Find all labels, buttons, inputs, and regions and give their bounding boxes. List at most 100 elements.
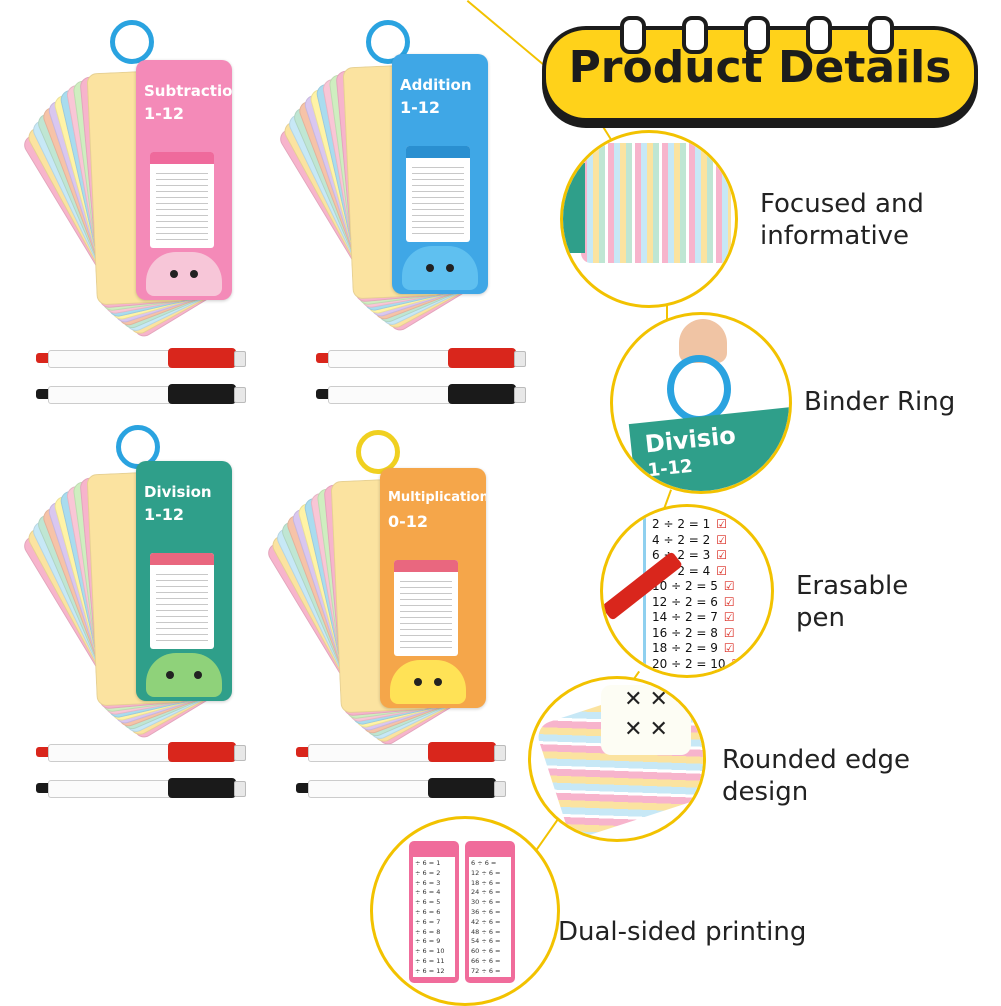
equation-row: ÷ 6 = 2 (415, 868, 441, 877)
bunny-face-illustration (402, 246, 478, 290)
black-marker (316, 384, 526, 404)
check-mark-icon: ☑ (723, 610, 735, 624)
rounded-edge-detail-bubble: ✕ ✕✕ ✕ (528, 676, 706, 842)
binder-ring (356, 430, 400, 474)
equation-row: 6 ÷ 6 = (471, 859, 497, 867)
equation-row: 60 ÷ 6 = (471, 947, 501, 956)
equation-row: 14 ÷ 2 = 7☑ (652, 610, 735, 624)
equation-table (394, 560, 458, 656)
stacked-card-edges (581, 143, 731, 263)
equation-row: ÷ 6 = 3 (415, 878, 441, 887)
equation-row: 66 ÷ 6 = (471, 957, 501, 965)
red-marker (296, 742, 506, 762)
binder-ring-detail-bubble: Divisio 1-12 (610, 312, 792, 494)
focused-detail-bubble (560, 130, 738, 308)
deck-range: 1-12 (144, 104, 185, 123)
deck-title: Addition (400, 76, 472, 94)
handwritten-equation-list: 2 ÷ 2 = 1☑4 ÷ 2 = 2☑6 ÷ 2 = 3☑8 ÷ 2 = 4☑… (643, 513, 746, 673)
check-mark-icon: ☑ (723, 594, 735, 609)
dual-sided-detail-bubble: ÷ 6 = 1÷ 6 = 2÷ 6 = 3÷ 6 = 4÷ 6 = 5÷ 6 =… (370, 816, 560, 1006)
division-flashcard-deck: Division 1-12 (10, 425, 270, 742)
division-card-corner: Divisio 1-12 (628, 406, 789, 491)
deck-title: Division (144, 483, 212, 501)
deck-range: 0-12 (388, 512, 429, 531)
deck-range: 1-12 (144, 505, 185, 524)
binder-ring (110, 20, 154, 64)
equation-row: ÷ 6 = 5 (415, 898, 441, 907)
deck-range: 1-12 (400, 98, 441, 117)
equation-row: 4 ÷ 2 = 2☑ (652, 532, 728, 547)
red-marker (36, 348, 246, 368)
frog-face-illustration (146, 653, 222, 697)
equation-table (150, 152, 214, 248)
red-marker (36, 742, 246, 762)
coil-ring (620, 16, 646, 54)
front-card: Multiplication 0-12 (380, 468, 486, 708)
black-marker (296, 778, 506, 798)
equation-row: 54 ÷ 6 = (471, 937, 501, 946)
equation-row: ÷ 6 = 10 (415, 947, 445, 956)
equation-table (406, 146, 470, 242)
front-card: Addition 1-12 (392, 54, 488, 294)
equation-row: 18 ÷ 6 = (471, 878, 501, 887)
equation-row: ÷ 6 = 7 (415, 917, 441, 926)
check-mark-icon: ☑ (723, 625, 735, 640)
equation-row: 30 ÷ 6 = (471, 898, 501, 907)
deck-title: Subtraction (144, 82, 232, 100)
equation-row: 24 ÷ 6 = (471, 888, 501, 897)
equation-row: ÷ 6 = 12 (415, 966, 445, 975)
card-side-front: ÷ 6 = 1÷ 6 = 2÷ 6 = 3÷ 6 = 4÷ 6 = 5÷ 6 =… (409, 841, 459, 983)
callout-label-binder-ring: Binder Ring (804, 387, 956, 417)
deck-title: Multiplication (388, 490, 486, 505)
equation-row: 20 ÷ 2 = 10☑ (652, 656, 743, 671)
chick-face-illustration (390, 660, 466, 704)
equation-row: ÷ 6 = 11 (415, 957, 445, 965)
coil-ring (682, 16, 708, 54)
equation-row: ÷ 6 = 6 (415, 908, 441, 916)
binder-ring-icon (667, 355, 731, 423)
black-marker (36, 778, 246, 798)
equation-row: ÷ 6 = 1 (415, 859, 441, 867)
erasable-pen-detail-bubble: 2 ÷ 2 = 1☑4 ÷ 2 = 2☑6 ÷ 2 = 3☑8 ÷ 2 = 4☑… (600, 504, 774, 678)
equation-row: 12 ÷ 2 = 6☑ (652, 594, 735, 609)
binder-ring (366, 20, 410, 64)
front-card: Division 1-12 (136, 461, 232, 701)
subtraction-flashcard-deck: Subtraction 1-12 (20, 20, 280, 341)
addition-flashcard-deck: Addition 1-12 (276, 20, 540, 335)
check-mark-icon: ☑ (716, 548, 728, 562)
equation-row: 72 ÷ 6 = (471, 966, 501, 975)
equation-row: 48 ÷ 6 = (471, 927, 501, 936)
black-marker (36, 384, 246, 404)
check-mark-icon: ☑ (716, 532, 728, 547)
product-details-banner: Product Details (542, 16, 978, 122)
coil-ring (806, 16, 832, 54)
equation-row: 18 ÷ 2 = 9☑ (652, 641, 735, 655)
equation-row: 16 ÷ 2 = 8☑ (652, 625, 735, 640)
equation-row: ÷ 6 = 9 (415, 937, 441, 946)
coil-ring (868, 16, 894, 54)
equation-row: ÷ 6 = 8 (415, 927, 441, 936)
equation-row: 12 ÷ 6 = (471, 868, 501, 877)
check-mark-icon: ☑ (731, 656, 743, 671)
check-mark-icon: ☑ (716, 563, 728, 578)
card-side-back: 6 ÷ 6 =12 ÷ 6 =18 ÷ 6 =24 ÷ 6 =30 ÷ 6 =3… (465, 841, 515, 983)
equation-row: 42 ÷ 6 = (471, 917, 501, 926)
check-mark-icon: ☑ (716, 517, 728, 531)
check-mark-icon: ☑ (723, 641, 735, 655)
bunny-face-illustration (146, 252, 222, 296)
front-card: Subtraction 1-12 (136, 60, 232, 300)
coil-ring (744, 16, 770, 54)
callout-label-dual-sided: Dual-sided printing (558, 917, 807, 947)
banner-title: Product Details (568, 42, 952, 93)
equation-row: 2 ÷ 2 = 1☑ (652, 517, 728, 531)
equation-table (150, 553, 214, 649)
red-marker (316, 348, 526, 368)
multiplication-flashcard-deck: Multiplication 0-12 (264, 430, 530, 749)
check-mark-icon: ☑ (723, 579, 735, 593)
equation-row: 10 ÷ 2 = 5☑ (652, 579, 735, 593)
equation-row: 36 ÷ 6 = (471, 908, 501, 916)
equation-row: ÷ 6 = 4 (415, 888, 441, 897)
